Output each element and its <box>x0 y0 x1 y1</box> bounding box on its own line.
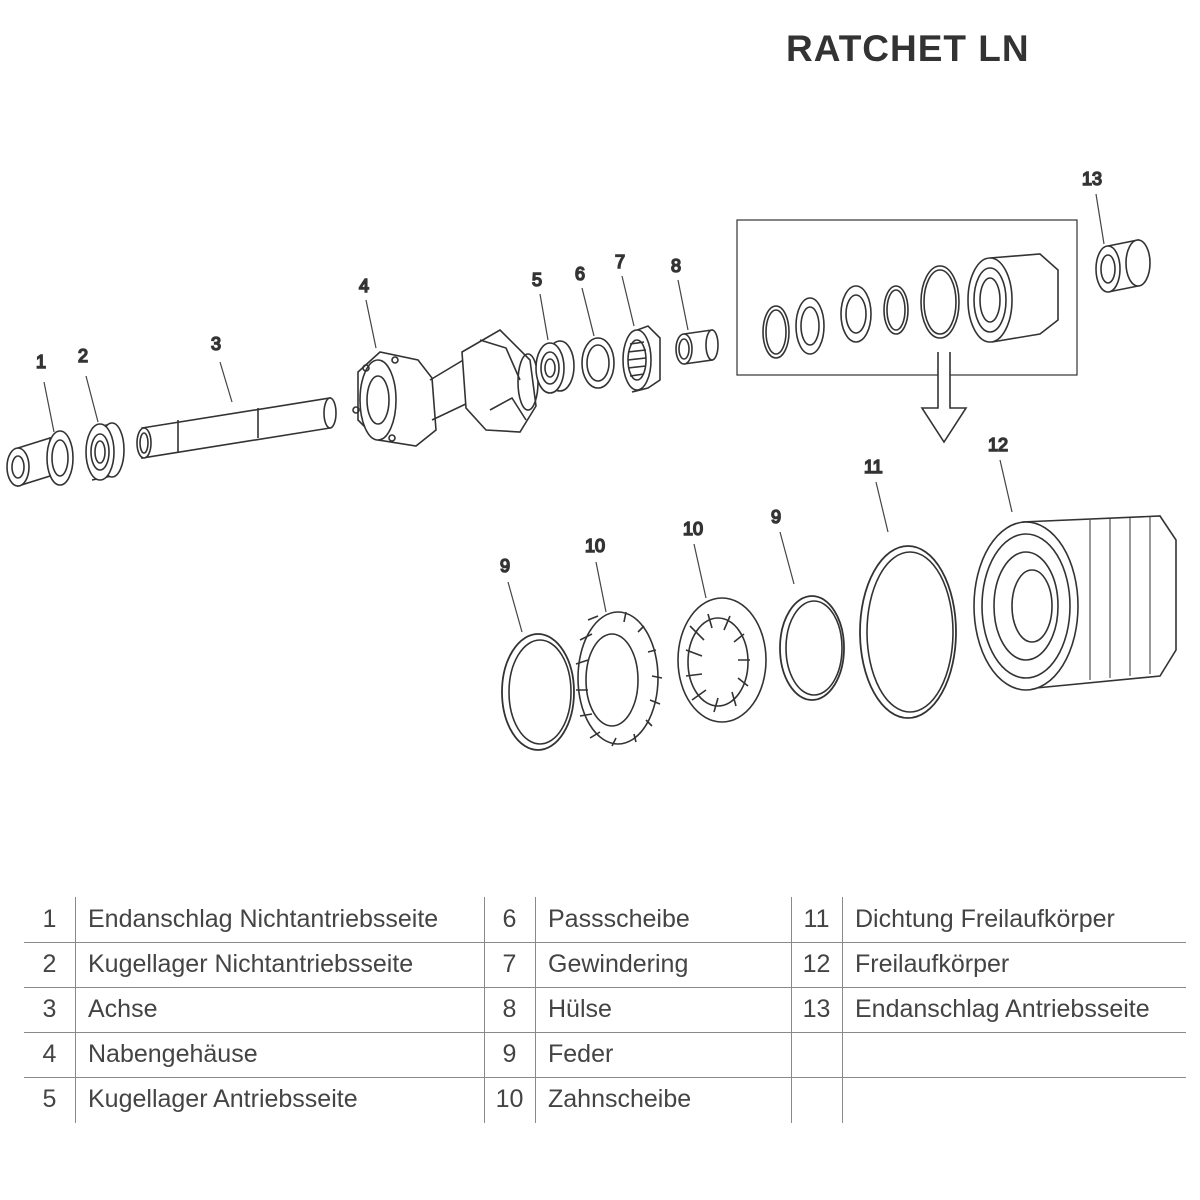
part-number: 2 <box>42 950 57 978</box>
part-12-freehub-body <box>973 515 1177 691</box>
part-6-shim <box>581 337 615 389</box>
callout-11: 11 <box>864 457 883 477</box>
part-number: 10 <box>495 1085 524 1113</box>
table-divider <box>75 897 76 1123</box>
expand-arrow-icon <box>920 352 968 444</box>
exploded-view-diagram: 1 2 3 4 5 6 7 8 9 10 10 9 11 12 13 <box>6 168 1177 751</box>
part-name: Kugellager Nichtantriebsseite <box>88 950 414 978</box>
part-name: Endanschlag Antriebsseite <box>855 995 1150 1023</box>
callout-5: 5 <box>532 270 542 290</box>
callout-1: 1 <box>36 352 46 372</box>
part-number: 13 <box>802 995 831 1023</box>
table-divider <box>24 1077 1186 1078</box>
callout-7: 7 <box>615 252 625 272</box>
part-name: Passscheibe <box>548 905 690 933</box>
table-divider <box>791 897 792 1123</box>
freehub-inset-box <box>736 219 1078 376</box>
part-number: 7 <box>502 950 517 978</box>
table-divider <box>24 987 1186 988</box>
callout-3: 3 <box>211 334 221 354</box>
part-number: 11 <box>803 905 830 933</box>
part-number: 4 <box>42 1040 57 1068</box>
callout-10-left: 10 <box>585 536 605 556</box>
callout-10-right: 10 <box>683 519 703 539</box>
table-divider <box>24 1032 1186 1033</box>
part-name: Gewindering <box>548 950 689 978</box>
part-number: 1 <box>42 905 57 933</box>
part-number: 9 <box>502 1040 517 1068</box>
table-divider <box>24 942 1186 943</box>
part-1-end-cap <box>6 430 74 488</box>
callout-2: 2 <box>78 346 88 366</box>
part-2-bearing <box>85 422 125 481</box>
part-10-ratchet-disc-left <box>575 611 663 747</box>
part-number: 5 <box>42 1085 57 1113</box>
part-10-ratchet-disc-right <box>677 597 767 723</box>
part-9-spring-left <box>501 633 575 751</box>
part-name: Achse <box>88 995 158 1023</box>
part-name: Kugellager Antriebsseite <box>88 1085 358 1113</box>
part-9-spring-right <box>779 595 845 701</box>
part-number: 3 <box>42 995 57 1023</box>
callout-4: 4 <box>359 276 369 296</box>
part-number: 6 <box>502 905 517 933</box>
leader-lines <box>43 193 1105 633</box>
part-name: Zahnscheibe <box>548 1085 692 1113</box>
part-number: 8 <box>502 995 517 1023</box>
callout-9-right: 9 <box>771 507 781 527</box>
part-11-seal <box>859 545 957 719</box>
callout-12: 12 <box>988 435 1008 455</box>
part-name: Feder <box>548 1040 614 1068</box>
table-divider <box>842 897 843 1123</box>
part-4-hub-shell <box>352 328 539 447</box>
part-name: Hülse <box>548 995 612 1023</box>
part-name: Nabengehäuse <box>88 1040 258 1068</box>
callout-6: 6 <box>575 264 585 284</box>
parts-legend-table: 1 Endanschlag Nichtantriebsseite 2 Kugel… <box>24 897 1186 1123</box>
part-7-threaded-ring <box>622 325 661 393</box>
callout-9-left: 9 <box>500 556 510 576</box>
part-5-bearing <box>535 340 575 394</box>
diagram-title: RATCHET LN <box>786 28 1030 69</box>
part-3-axle <box>136 397 337 459</box>
part-8-sleeve <box>675 329 719 365</box>
part-13-end-cap <box>1095 239 1151 293</box>
callout-8: 8 <box>671 256 681 276</box>
part-name: Dichtung Freilaufkörper <box>855 905 1115 933</box>
part-number: 12 <box>802 950 831 978</box>
table-divider <box>484 897 485 1123</box>
table-divider <box>535 897 536 1123</box>
part-name: Freilaufkörper <box>855 950 1010 978</box>
callout-13: 13 <box>1082 169 1102 189</box>
part-name: Endanschlag Nichtantriebsseite <box>88 905 439 933</box>
